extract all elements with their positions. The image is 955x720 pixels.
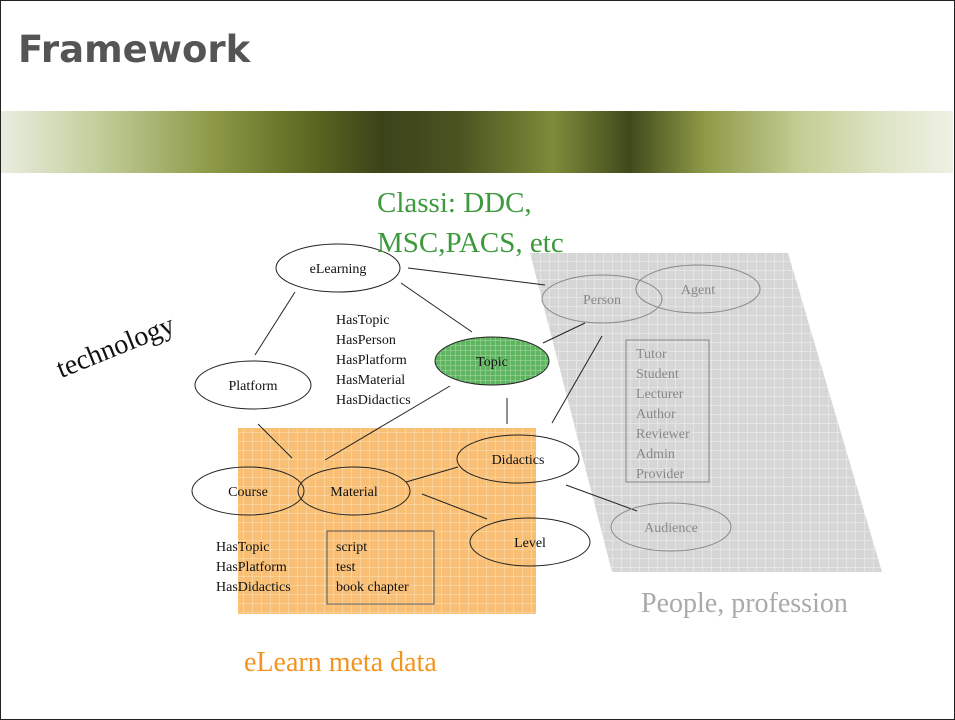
label-platform: Platform — [229, 379, 278, 394]
elearn-meta-region — [238, 428, 536, 614]
node-level — [469, 517, 591, 567]
roles-list: Tutor Student Lecturer Author Reviewer A… — [636, 345, 690, 485]
role-item: Admin — [636, 447, 675, 462]
label-person: Person — [583, 293, 621, 308]
label-material: Material — [330, 485, 378, 500]
label-topic: Topic — [476, 355, 508, 370]
role-item: Provider — [636, 467, 685, 482]
node-platform — [194, 360, 312, 410]
relation-item: HasPerson — [336, 333, 396, 348]
label-agent: Agent — [681, 283, 715, 298]
classi-line-2: MSC,PACS, etc — [377, 227, 564, 259]
node-course — [191, 466, 305, 516]
role-item: Tutor — [636, 347, 667, 362]
course-relations-list: HasTopic HasPlatform HasDidactics — [216, 538, 291, 598]
roles-box — [625, 339, 710, 483]
label-didactics: Didactics — [492, 453, 545, 468]
material-item: book chapter — [336, 580, 409, 595]
classi-label: Classi: DDC, MSC,PACS, etc — [377, 183, 564, 263]
course-relation-item: HasTopic — [216, 540, 270, 555]
role-item: Student — [636, 367, 679, 382]
material-item: test — [336, 560, 356, 575]
materials-box — [326, 530, 435, 605]
node-material — [297, 466, 411, 516]
relation-item: HasPlatform — [336, 353, 407, 368]
decorative-banner — [1, 111, 953, 173]
node-agent — [635, 264, 761, 314]
role-item: Reviewer — [636, 427, 690, 442]
slide-title: Framework — [18, 28, 251, 71]
classi-line-1: Classi: DDC, — [377, 187, 532, 219]
node-topic — [434, 336, 550, 386]
label-elearning: eLearning — [310, 262, 367, 277]
people-profession-label: People, profession — [641, 588, 848, 619]
role-item: Author — [636, 407, 676, 422]
label-level: Level — [514, 536, 546, 551]
node-elearning — [275, 243, 401, 293]
label-audience: Audience — [644, 521, 698, 536]
node-didactics — [456, 434, 580, 484]
relations-list: HasTopic HasPerson HasPlatform HasMateri… — [336, 311, 411, 411]
material-item: script — [336, 540, 368, 555]
relation-item: HasTopic — [336, 313, 390, 328]
relation-item: HasDidactics — [336, 393, 411, 408]
node-person — [541, 274, 663, 324]
connector-lines — [254, 267, 638, 520]
people-region — [530, 253, 882, 572]
elearn-meta-label: eLearn meta data — [244, 647, 437, 678]
course-relation-item: HasDidactics — [216, 580, 291, 595]
relation-item: HasMaterial — [336, 373, 406, 388]
course-relation-item: HasPlatform — [216, 560, 287, 575]
role-item: Lecturer — [636, 387, 684, 402]
label-course: Course — [228, 485, 268, 500]
materials-list: script test book chapter — [336, 538, 409, 598]
node-audience — [610, 502, 732, 552]
